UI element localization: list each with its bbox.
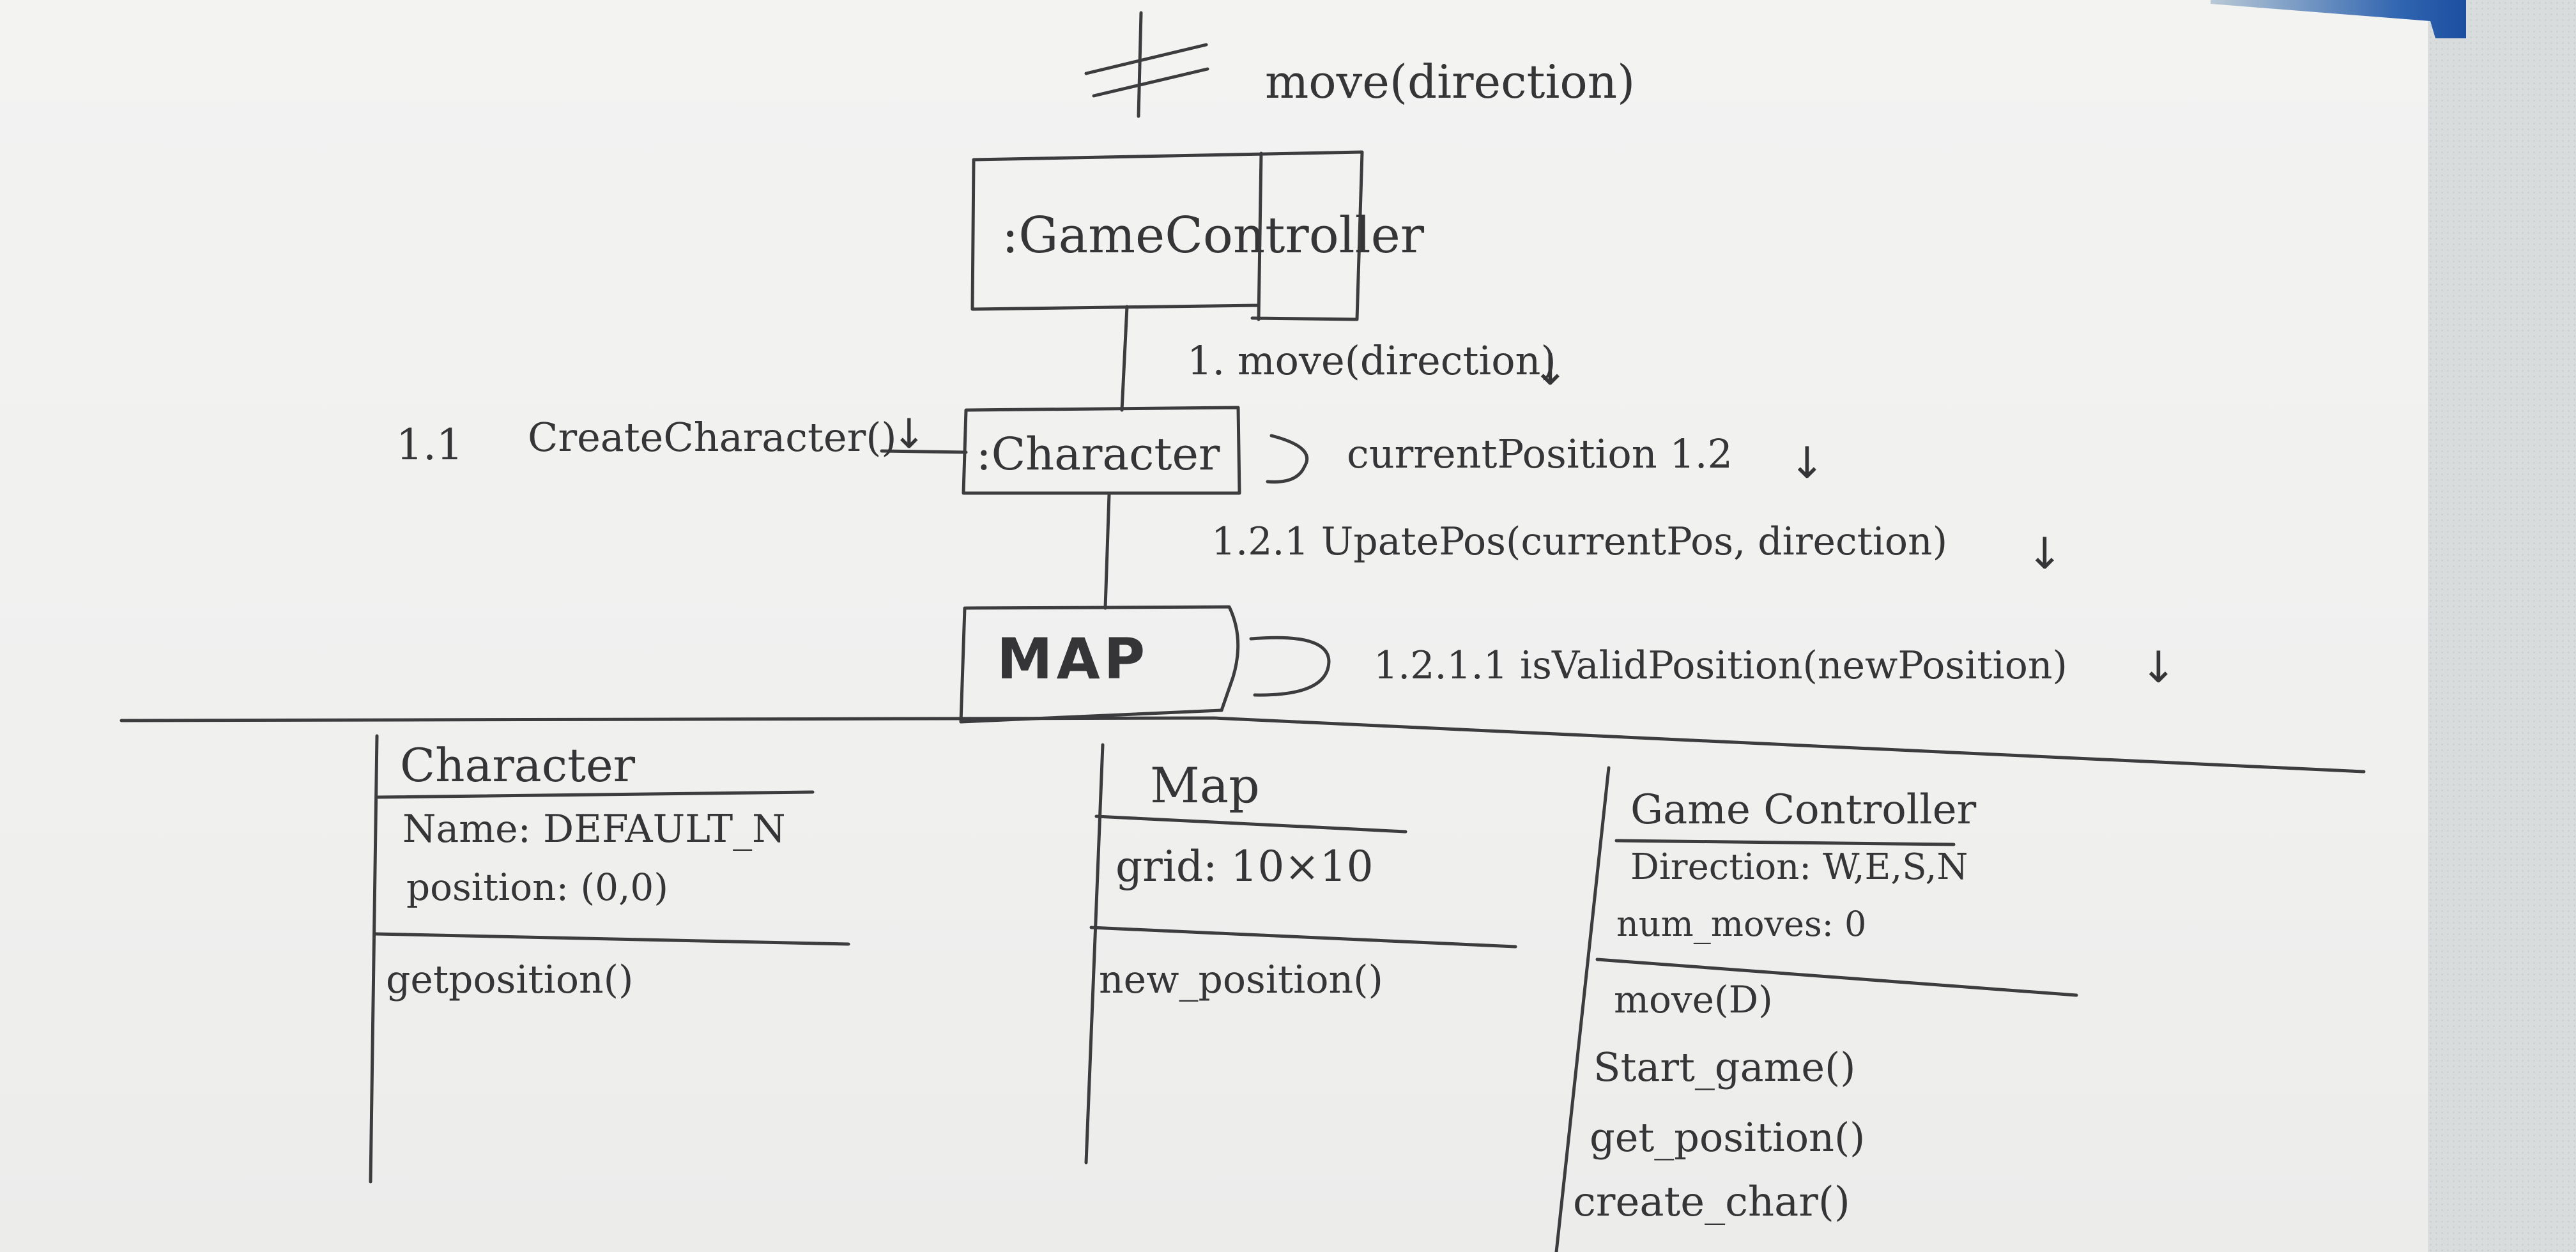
gamecontroller-class-box (1554, 766, 2078, 1252)
gamecontroller-method-get-position: get_position() (1590, 1114, 1866, 1161)
character-class-box (369, 734, 850, 1184)
map-class-box (1084, 743, 1517, 1164)
message-1-2-arrow-icon: ↓ (1789, 438, 1825, 489)
map-method-new-position: new_position() (1099, 958, 1383, 1002)
message-1-label: 1. move(direction) (1187, 337, 1556, 384)
map-object-box (959, 605, 1240, 724)
character-attr-position: position: (0,0) (406, 866, 668, 909)
gamecontroller-method-start-game: Start_game() (1593, 1044, 1856, 1090)
character-method-getposition: getposition() (386, 958, 634, 1002)
separator-line (119, 716, 2366, 774)
message-1-1-label: CreateCharacter() (528, 414, 897, 461)
message-1-1-arrow-icon: ↓ (892, 411, 926, 458)
gamecontroller-method-create-char: create_char() (1573, 1179, 1850, 1226)
message-1-arrow-icon: ↓ (1532, 345, 1568, 395)
link-character-map (1103, 492, 1111, 610)
character-class-name: Character (400, 738, 636, 792)
wall-background (2428, 0, 2576, 1252)
gamecontroller-object-box (970, 150, 1364, 321)
create-message-line (880, 449, 968, 454)
message-1-2-1-label: 1.2.1 UpatePos(currentPos, direction) (1211, 519, 1948, 564)
gamecontroller-attr-num-moves: num_moves: 0 (1616, 904, 1867, 944)
character-object-box (962, 406, 1241, 495)
link-gc-character (1120, 305, 1129, 412)
map-attr-grid: grid: 10×10 (1116, 842, 1374, 891)
message-1-2-1-1-arrow-icon: ↓ (2140, 643, 2177, 693)
message-1-2-1-arrow-icon: ↓ (2027, 529, 2063, 579)
whiteboard (0, 0, 2428, 1252)
found-message-marker (1084, 11, 1209, 118)
message-1-2-label: currentPosition 1.2 (1347, 431, 1733, 477)
map-object-label: MAP (997, 626, 1149, 692)
message-1-1-number: 1.1 (396, 420, 463, 470)
gamecontroller-object-label: :GameController (1002, 207, 1425, 264)
self-call-map (1249, 636, 1331, 697)
character-object-label: :Character (976, 428, 1220, 480)
self-call-character (1266, 434, 1309, 484)
character-attr-name: Name: DEFAULT_N (402, 807, 786, 851)
message-1-2-1-1-label: 1.2.1.1 isValidPosition(newPosition) (1374, 643, 2067, 688)
gamecontroller-class-name: Game Controller (1630, 786, 1977, 834)
gamecontroller-method-move: move(D) (1614, 978, 1773, 1021)
map-class-name: Map (1150, 757, 1260, 814)
gamecontroller-attr-direction: Direction: W,E,S,N (1630, 846, 1968, 888)
start-message-label: move(direction) (1265, 55, 1636, 109)
